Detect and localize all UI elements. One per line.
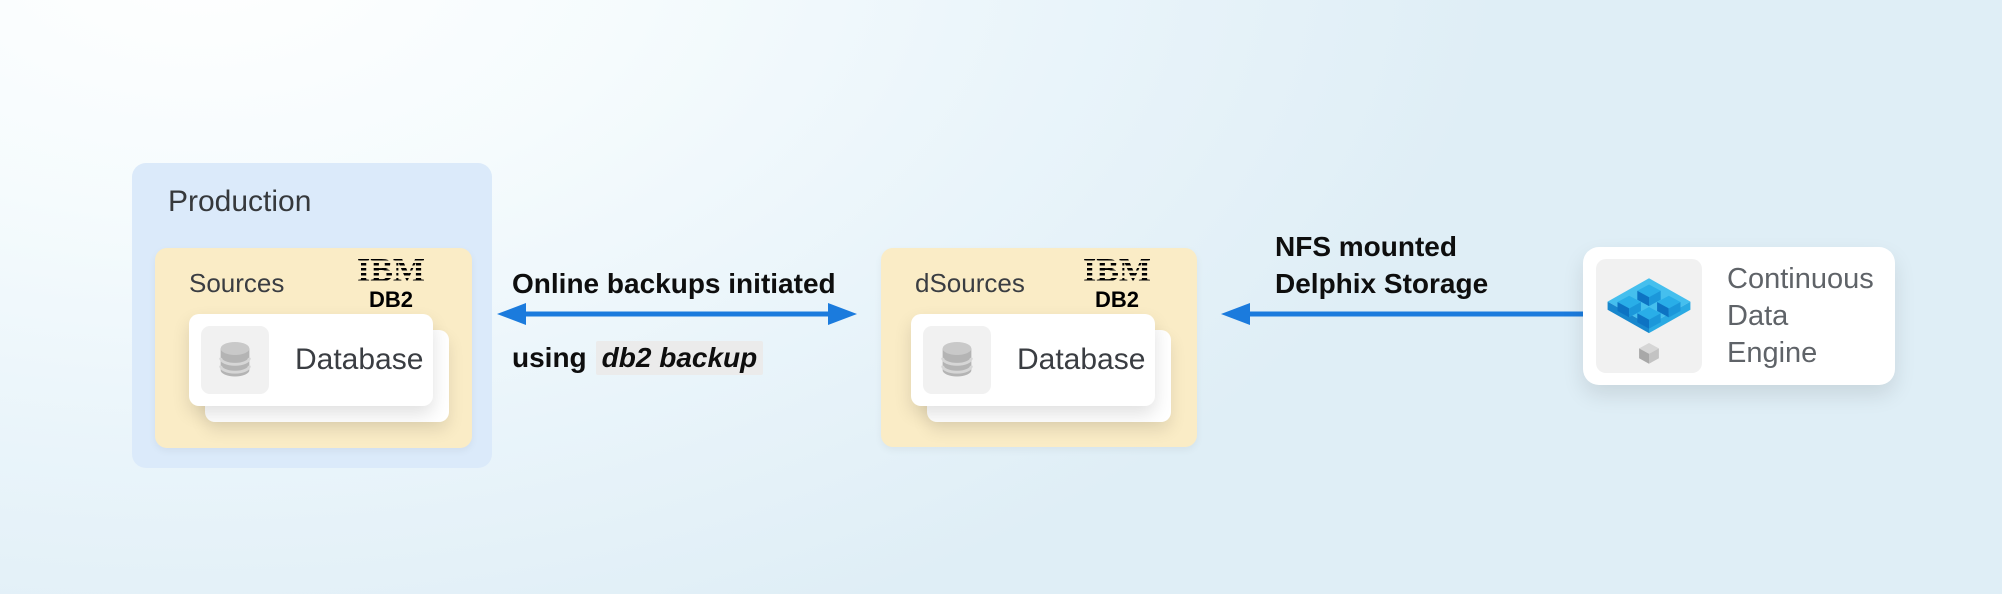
database-card-label: Database bbox=[295, 343, 424, 376]
ibm-logo-stripes bbox=[1079, 258, 1155, 284]
delphix-cubes-icon bbox=[1607, 278, 1691, 364]
backup-label-line1: Online backups initiated bbox=[512, 268, 836, 299]
backup-arrow-label: Online backups initiated using db2 backup bbox=[512, 228, 836, 376]
backup-arrowhead-right bbox=[828, 303, 857, 325]
database-card-label: Database bbox=[1017, 343, 1146, 376]
database-icon-tile bbox=[923, 326, 991, 394]
ibm-db2-logo: IBM DB2 bbox=[345, 254, 437, 311]
dsources-zone-label: dSources bbox=[915, 268, 1025, 298]
engine-icon-tile bbox=[1596, 259, 1702, 373]
backup-label-command: db2 backup bbox=[595, 341, 764, 375]
ibm-logo-word: IBM bbox=[353, 254, 429, 288]
engine-card-label: Continuous Data Engine bbox=[1727, 262, 1874, 369]
backup-arrow bbox=[497, 303, 857, 325]
sources-zone: Sources IBM DB2 Databas bbox=[155, 248, 472, 448]
backup-label-line2-prefix: using bbox=[512, 342, 587, 373]
database-icon-tile bbox=[201, 326, 269, 394]
database-cylinder-icon bbox=[219, 342, 251, 377]
db2-logo-text: DB2 bbox=[368, 287, 413, 312]
ibm-logo-stripes bbox=[353, 258, 429, 284]
database-cylinder-icon bbox=[941, 342, 973, 377]
nfs-arrow-label: NFS mounted Delphix Storage bbox=[1275, 231, 1489, 299]
backup-arrowhead-left bbox=[497, 303, 526, 325]
production-zone: Production Sources IBM DB2 bbox=[132, 163, 492, 468]
database-card: Database bbox=[911, 314, 1155, 406]
database-card: Database bbox=[189, 314, 433, 406]
nfs-arrow bbox=[1221, 303, 1583, 325]
sources-zone-label: Sources bbox=[189, 268, 285, 298]
production-zone-label: Production bbox=[168, 185, 312, 218]
nfs-arrowhead-left bbox=[1221, 303, 1250, 325]
continuous-data-engine-card: Continuous Data Engine bbox=[1583, 247, 1895, 385]
ibm-logo-word: IBM bbox=[1079, 254, 1155, 288]
db2-logo-text: DB2 bbox=[1094, 287, 1139, 312]
dsources-zone: dSources IBM DB2 Database bbox=[881, 248, 1197, 447]
ibm-db2-logo: IBM DB2 bbox=[1071, 254, 1163, 311]
